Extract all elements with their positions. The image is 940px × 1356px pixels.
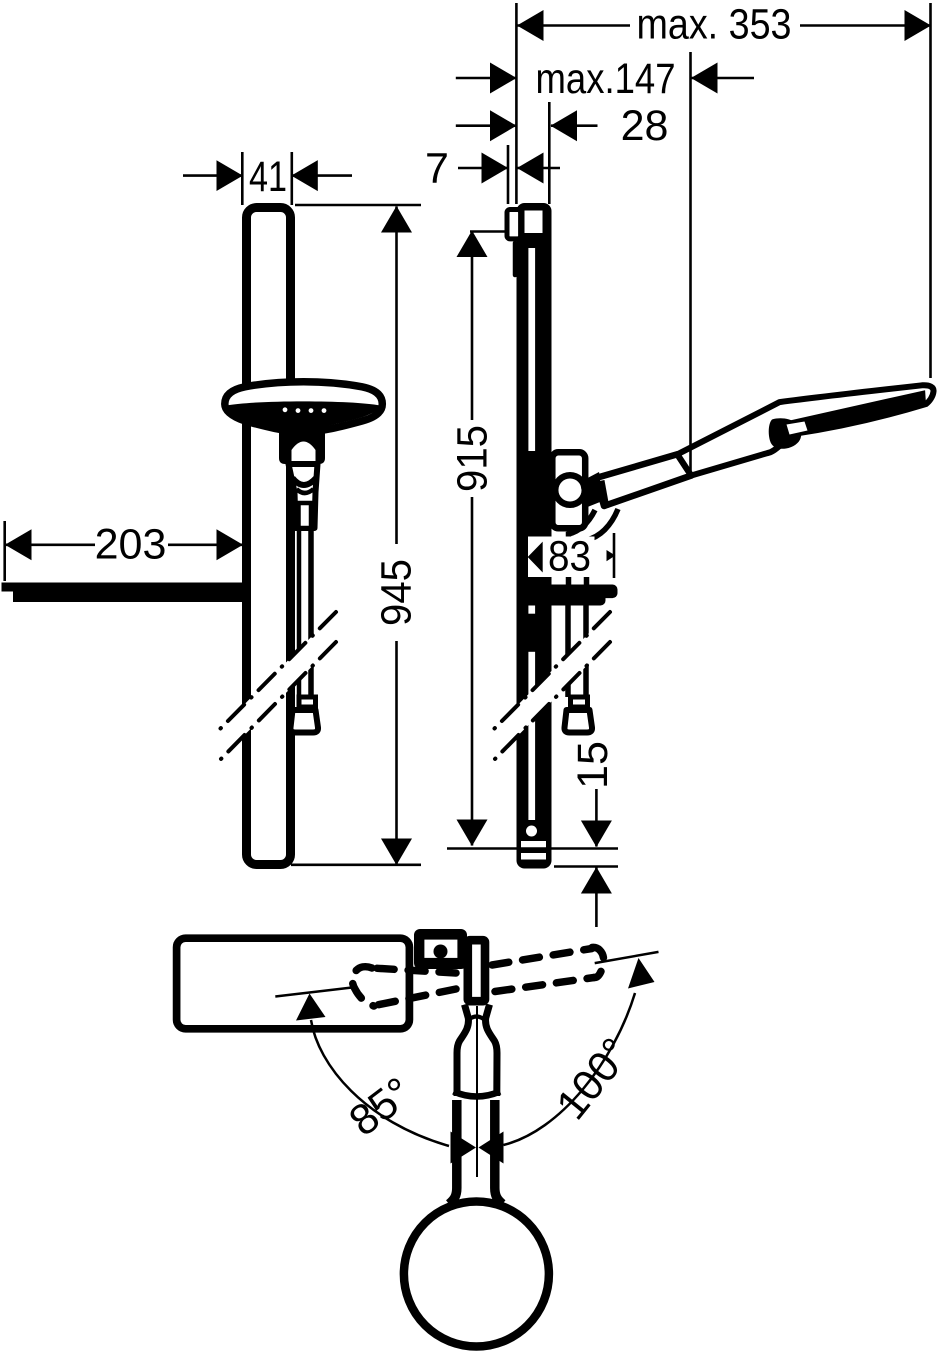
- svg-text:7: 7: [425, 145, 449, 193]
- svg-text:15: 15: [569, 741, 617, 789]
- svg-text:83: 83: [548, 533, 591, 581]
- svg-text:915: 915: [449, 425, 497, 492]
- svg-text:203: 203: [95, 521, 167, 569]
- svg-text:max. 353: max. 353: [637, 1, 792, 49]
- svg-text:28: 28: [621, 102, 669, 150]
- svg-text:41: 41: [249, 153, 287, 201]
- svg-text:max.147: max.147: [536, 55, 676, 103]
- svg-text:945: 945: [373, 559, 421, 626]
